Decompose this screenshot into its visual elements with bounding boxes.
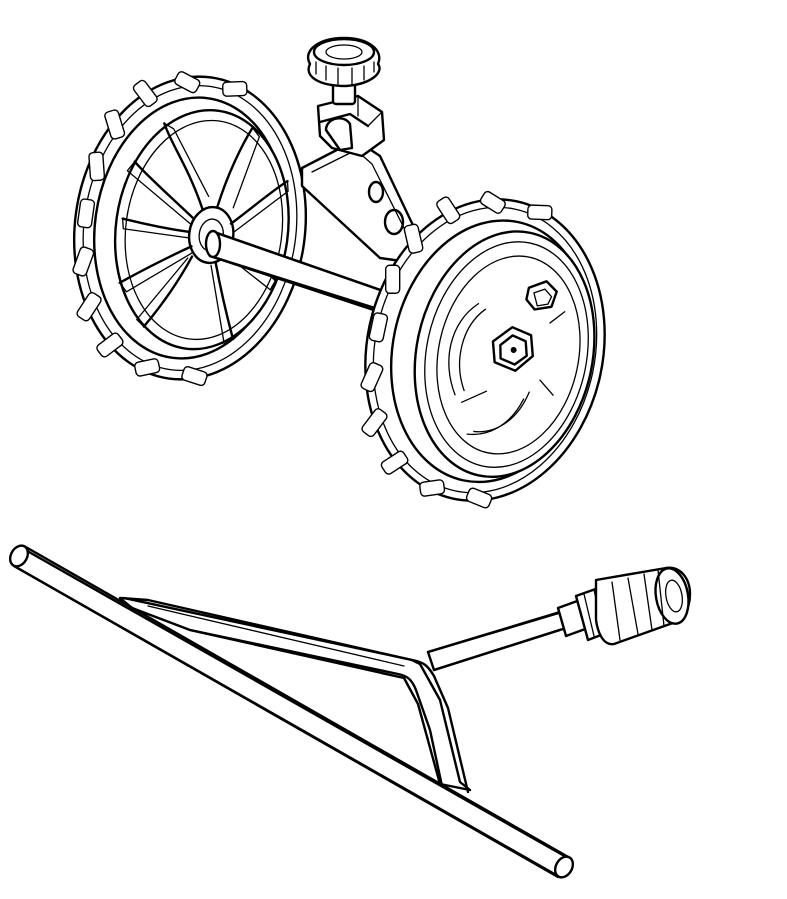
bracket-hole-lower [383, 208, 405, 236]
right-wheel [360, 190, 606, 509]
right-hub [448, 280, 566, 436]
left-tread [72, 71, 248, 387]
left-spokes [118, 122, 289, 345]
left-wheel [72, 71, 308, 387]
right-tread [360, 190, 553, 509]
quick-connect-coupler [556, 566, 692, 646]
crossbar-tube [8, 544, 575, 879]
bracket-hole-upper [367, 180, 385, 204]
mounting-bracket [300, 94, 422, 264]
extension-lance [426, 610, 568, 672]
surface-cleaner-wand [8, 544, 692, 879]
support-frame [118, 596, 472, 794]
clamp-knob [306, 36, 381, 106]
wheel-kit [72, 36, 606, 509]
